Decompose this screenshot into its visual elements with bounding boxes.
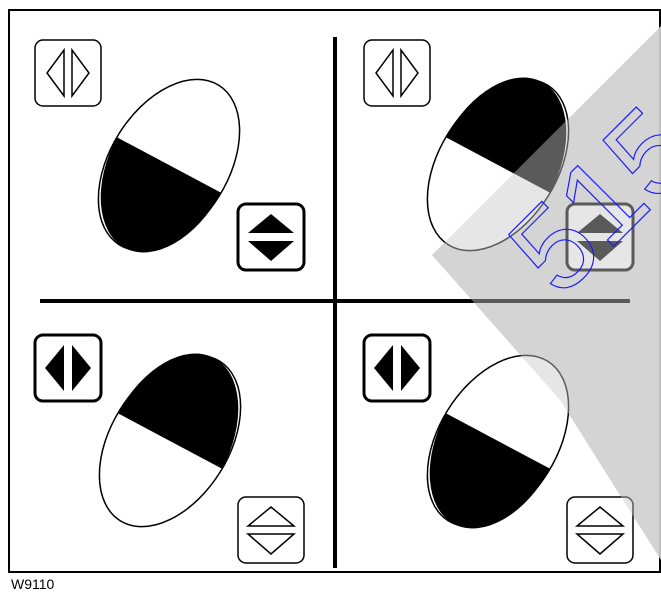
up-down-arrows-icon [567,497,633,563]
figure-id: W9110 [11,576,55,592]
left-right-arrows-icon [35,40,101,106]
left-right-arrows-icon [364,40,430,106]
panel-bottom-left [35,323,304,563]
left-right-arrows-icon [35,335,101,401]
left-right-arrows-icon [364,335,430,401]
up-down-arrows-icon [238,497,304,563]
up-down-arrows-icon [238,204,304,270]
panel-top-left [35,40,304,283]
